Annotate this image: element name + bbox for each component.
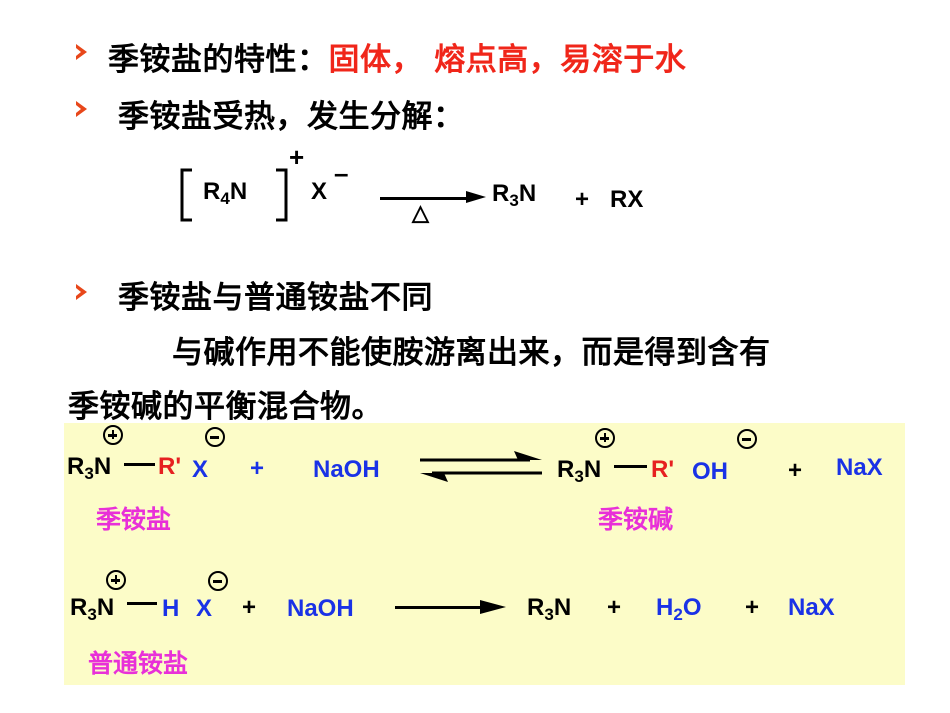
r2-nax: NaX — [788, 594, 835, 621]
decomp-plus: + — [575, 186, 590, 213]
r1-nax: NaX — [836, 454, 883, 481]
r2-x: X — [196, 595, 213, 622]
plus-circle-icon — [106, 570, 126, 590]
label-ordinary-salt: 普通铵盐 — [88, 649, 189, 678]
decomp-anion: X — [311, 178, 328, 205]
minus-circle-icon — [208, 571, 228, 591]
decomp-arrow-head — [466, 191, 486, 203]
r2-arrow — [395, 606, 487, 609]
r2-product-r3n: R3N — [527, 594, 572, 624]
r1-plus2: + — [788, 457, 803, 484]
plus-circle-icon — [595, 428, 615, 448]
r2-naoh: NaOH — [287, 595, 354, 622]
r2-bond — [127, 602, 157, 605]
r1-plus1: + — [250, 455, 265, 482]
r2-plus1: + — [242, 594, 257, 621]
minus-circle-icon — [205, 427, 225, 447]
bracket-left — [180, 168, 192, 222]
r2-h: H — [162, 595, 180, 622]
r1-product-rprime: R' — [651, 456, 675, 483]
decomp-charge-pos: + — [289, 142, 305, 172]
bullet-1-label: 季铵盐的特性： — [108, 42, 329, 78]
r1-oh: OH — [692, 458, 728, 485]
decomp-charge-neg: – — [334, 158, 349, 188]
bullet-1-highlight: 固体， 熔点高，易溶于水 — [328, 42, 687, 78]
bullet-2: 季铵盐受热，发生分解： — [118, 99, 465, 135]
paragraph-line-1: 与碱作用不能使胺游离出来，而是得到含有 — [172, 335, 771, 371]
r1-product-bond — [614, 465, 647, 468]
r2-plus2: + — [607, 594, 622, 621]
equilibrium-arrows — [420, 451, 542, 482]
reaction-panel — [64, 423, 905, 685]
r2-arrow-head — [480, 600, 506, 614]
r2-plus3: + — [745, 594, 760, 621]
r1-bond — [124, 463, 155, 466]
r1-reactant-r3n: R3N — [67, 453, 112, 483]
minus-circle-icon — [737, 429, 757, 449]
plus-circle-icon — [103, 425, 123, 445]
decomp-arrow — [380, 197, 476, 200]
r1-naoh: NaOH — [313, 456, 380, 483]
decomp-product2: RX — [610, 186, 644, 213]
decomp-product: R3N — [492, 180, 537, 210]
decomp-reactant: R4N — [203, 178, 248, 208]
label-quaternary-salt: 季铵盐 — [96, 505, 172, 534]
r2-reactant-r3n: R3N — [70, 594, 115, 624]
r1-product-r3n: R3N — [557, 456, 602, 486]
bracket-right — [276, 168, 288, 222]
bullet-3: 季铵盐与普通铵盐不同 — [118, 280, 433, 316]
r1-x: X — [192, 456, 209, 483]
r1-rprime: R' — [158, 453, 182, 480]
decomp-heat: △ — [412, 200, 429, 225]
r2-water: H2O — [656, 594, 702, 624]
label-quaternary-base: 季铵碱 — [598, 505, 674, 534]
bullet-1: 季铵盐的特性：固体， 熔点高，易溶于水 — [108, 34, 686, 79]
paragraph-line-2: 季铵碱的平衡混合物。 — [68, 389, 383, 425]
